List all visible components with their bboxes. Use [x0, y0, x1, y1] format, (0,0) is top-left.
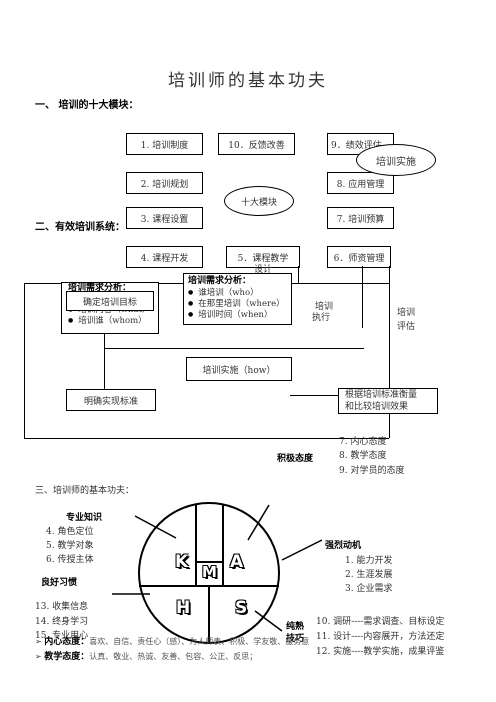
measure-box-line-1: 根据培训标准衡量	[345, 390, 418, 400]
attitude-item-9: 9. 对学员的态度	[339, 466, 405, 476]
center-ellipse: 十大模块	[224, 186, 294, 216]
knowledge-item: 5. 教学对象	[46, 541, 94, 551]
module-box-6: 6．师资管理	[327, 246, 391, 268]
module-box-2: 2. 培训规划	[126, 172, 203, 194]
section-heading-3: 三、培训师的基本功夫：	[35, 486, 135, 496]
pointer-knowledge	[134, 515, 177, 539]
module-box-5: 5．课程教学	[226, 246, 300, 268]
module-box-3: 3. 课程设置	[126, 207, 203, 229]
needs-left-title: 培训需求分析：	[68, 283, 132, 293]
inner-attitude-line: ➢ 内心态度：喜欢、自信、责任心（感）、为人师表、积极、学友敬、服务意	[35, 637, 310, 647]
skill-item: 12. 实施----教学实施，成果评鉴	[316, 647, 445, 657]
exec-label-2: 执行	[312, 313, 331, 323]
skill-label-2: 技巧	[286, 634, 305, 644]
section-heading-1: 一、 培训的十大模块：	[35, 100, 139, 111]
line-left-down	[104, 330, 105, 390]
page-title: 培训师的基本功夫	[168, 71, 328, 91]
module-box-5-sub: 设计	[254, 265, 273, 275]
module-box-5-label: 5．课程教学	[237, 253, 289, 264]
needs-right-item: 在那里培训（where）	[188, 299, 284, 310]
motivation-item: 1. 能力开发	[345, 556, 393, 566]
standard-box: 明确实现标准	[66, 389, 156, 411]
line-right-vertical-2	[389, 266, 390, 438]
needs-right-list: 谁培训（who） 在那里培训（where） 培训时间（when）	[188, 288, 285, 321]
exec-label-1: 培训	[315, 302, 334, 312]
measure-box: 根据培训标准衡量 和比较培训效果	[338, 388, 438, 414]
attitude-item-8: 8. 教学态度	[339, 451, 387, 461]
habit-label: 良好习惯	[41, 578, 78, 588]
line-mid-horizontal	[104, 348, 364, 349]
needs-analysis-right: 培训需求分析： 谁培训（who） 在那里培训（where） 培训时间（when）	[183, 273, 292, 325]
module-box-4: 4. 课程开发	[126, 246, 203, 268]
implement-ellipse: 培训实施	[356, 144, 436, 176]
line-left-vertical	[24, 283, 25, 438]
pointer-motivation-2	[281, 539, 323, 561]
eval-label-2: 评估	[397, 322, 416, 332]
line-measure-left	[290, 395, 338, 396]
motivation-item: 3. 企业需求	[345, 584, 393, 594]
knowledge-item: 4. 角色定位	[46, 527, 94, 537]
inner-attitude-text: 喜欢、自信、责任心（感）、为人师表、积极、学友敬、服务意	[89, 637, 310, 646]
kmahs-center-box	[195, 561, 224, 587]
line-exec-vertical	[298, 266, 299, 284]
teach-attitude-label: 教学态度：	[44, 652, 90, 662]
module-box-8: 8. 应用管理	[327, 172, 394, 194]
letter-m: M	[202, 563, 217, 581]
motivation-item: 2. 生涯发展	[345, 570, 393, 580]
attitude-item-7: 7. 内心态度	[339, 437, 387, 447]
pointer-skill	[254, 610, 283, 632]
habit-item: 15. 专业用心	[35, 631, 89, 641]
module-box-1: 1. 培训制度	[126, 133, 203, 155]
habit-item: 13. 收集信息	[35, 602, 89, 612]
goal-box: 确定培训目标	[66, 291, 154, 311]
skill-item: 11. 设计----内容展开，方法还定	[316, 632, 445, 642]
skill-label-1: 纯熟	[286, 622, 305, 632]
eval-label-1: 培训	[397, 308, 416, 318]
habit-item: 14. 终身学习	[35, 617, 89, 627]
letter-h: H	[176, 598, 191, 618]
knowledge-item: 6. 传授主体	[46, 555, 94, 565]
needs-right-title: 培训需求分析：	[188, 276, 252, 286]
letter-s: S	[235, 598, 248, 618]
needs-left-item: 培训谁（whom）	[68, 316, 150, 327]
attitude-label: 积极态度	[277, 454, 314, 464]
skill-item: 10. 调研----需求调查、目标设定	[316, 617, 445, 627]
needs-right-item: 培训时间（when）	[188, 310, 285, 321]
teach-attitude-line: ➢ 教学态度：认真、敬业、热诚、友善、包容、公正、反思；	[35, 652, 258, 662]
inner-attitude-label: 内心态度：	[44, 637, 90, 647]
module-box-10: 10．反馈改善	[218, 133, 295, 155]
section-heading-2: 二、有效培训系统：	[35, 222, 125, 233]
measure-box-line-2: 和比较培训效果	[345, 402, 409, 412]
line-bottom-horizontal	[24, 438, 389, 439]
needs-right-item: 谁培训（who）	[188, 288, 285, 299]
letter-k: K	[175, 552, 189, 572]
motivation-label: 强烈动机	[325, 541, 362, 551]
line-right-vertical-1	[362, 266, 363, 328]
how-box: 培训实施（how）	[186, 357, 292, 381]
teach-attitude-text: 认真、敬业、热诚、友善、包容、公正、反思；	[89, 652, 258, 661]
module-box-7: 7. 培训预算	[327, 207, 394, 229]
letter-a: A	[230, 552, 244, 572]
knowledge-label: 专业知识	[66, 513, 103, 523]
pointer-motivation	[247, 504, 270, 541]
